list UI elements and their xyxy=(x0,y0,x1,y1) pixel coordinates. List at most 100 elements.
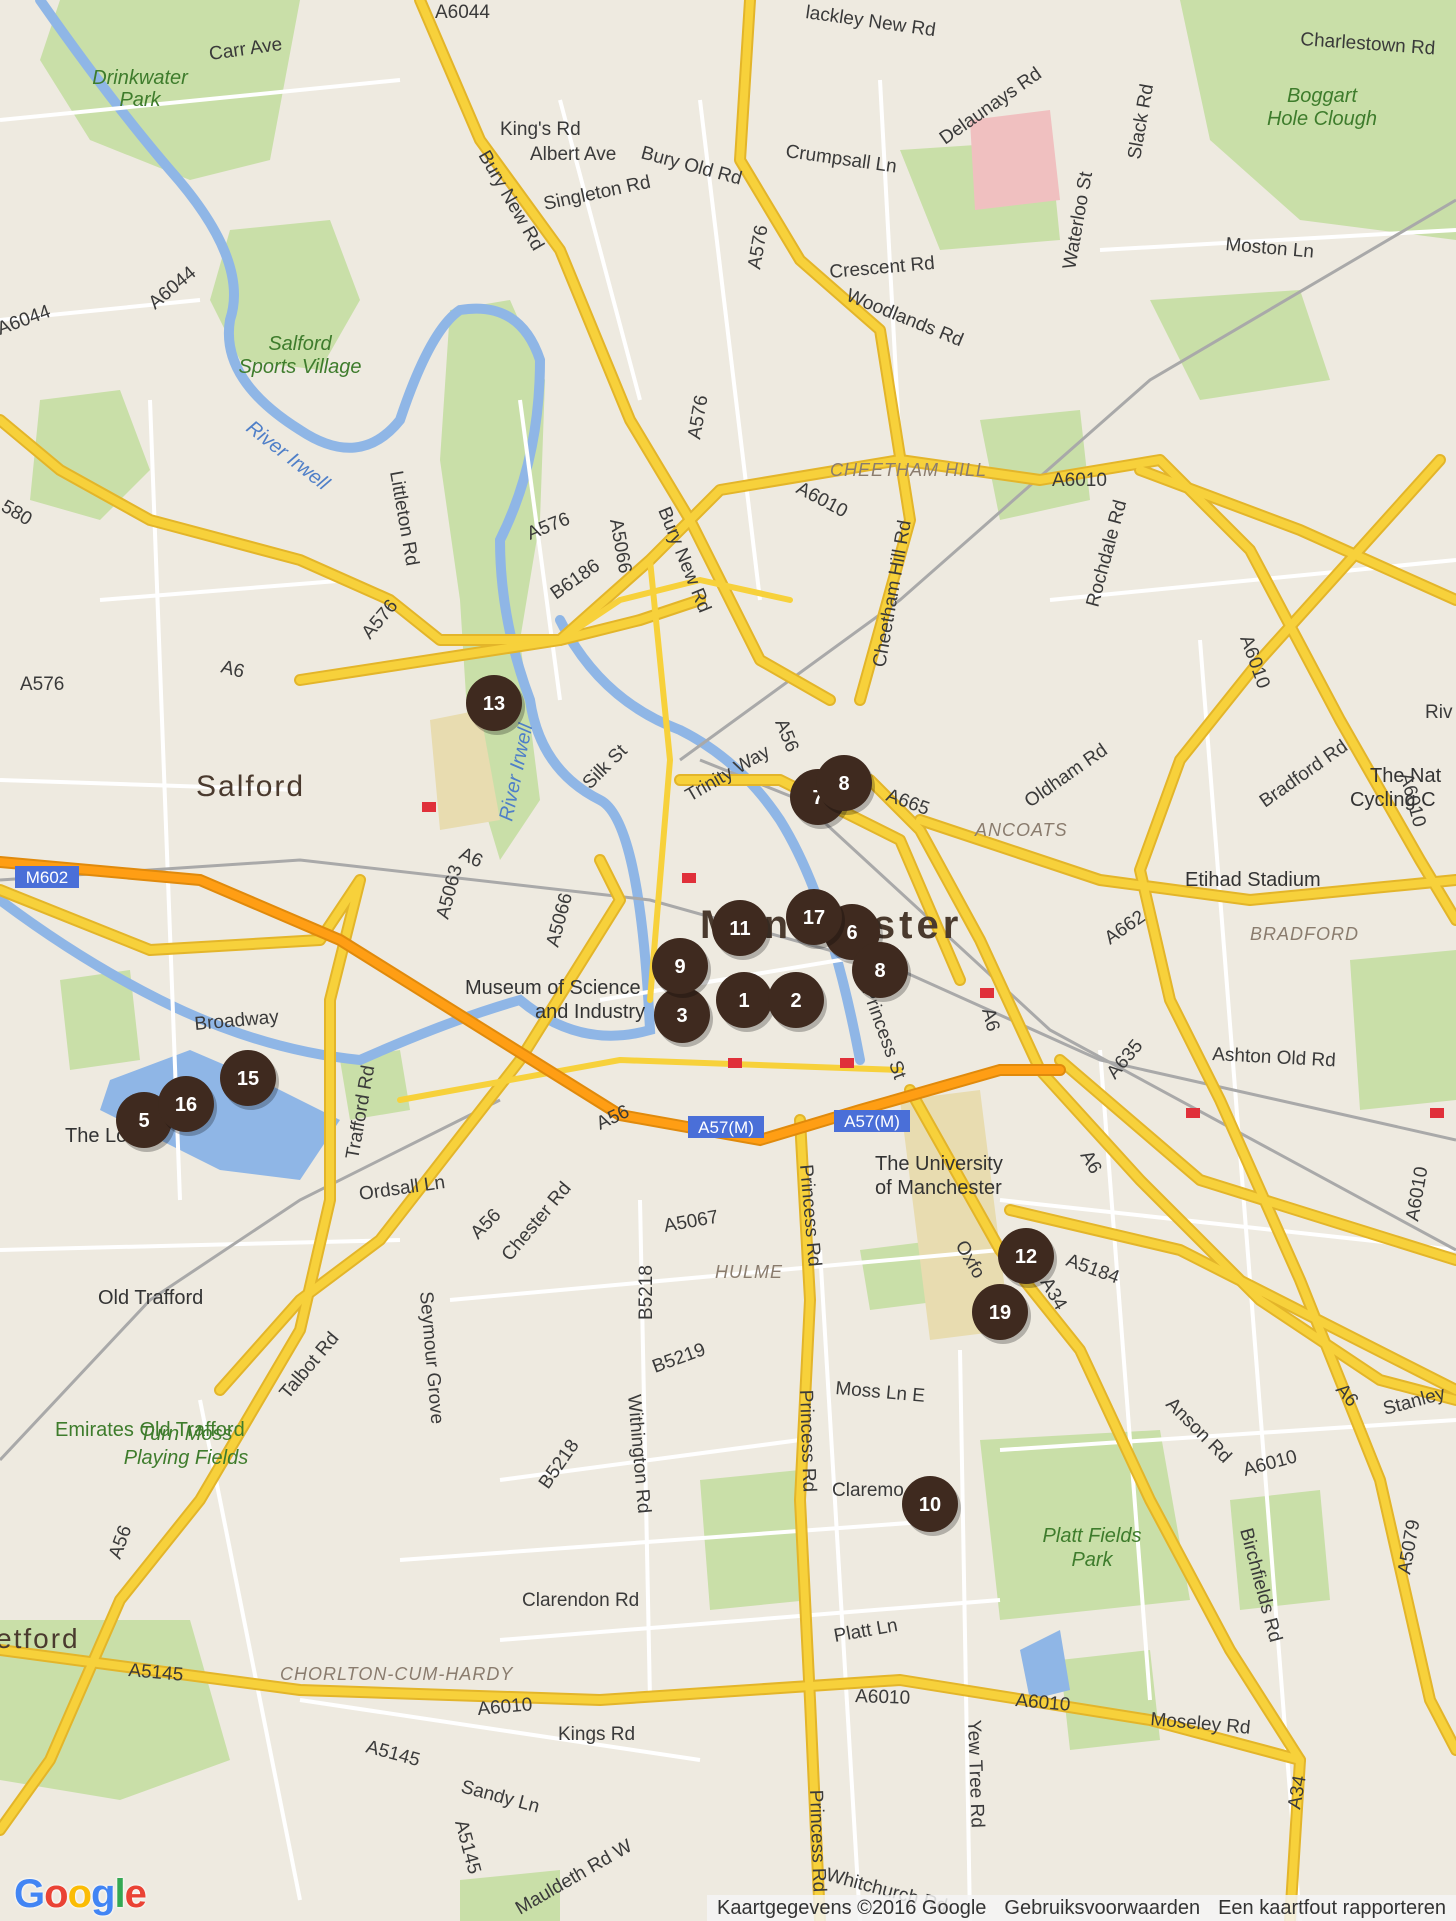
poi-label: The Nat xyxy=(1370,765,1442,787)
marker-label: 7 xyxy=(812,787,823,809)
logo-letter: g xyxy=(91,1872,115,1916)
road-label: Princess Rd xyxy=(795,1389,820,1492)
district-label: CHEETHAM HILL xyxy=(830,460,987,480)
logo-letter: o xyxy=(67,1872,92,1916)
docks xyxy=(100,1050,340,1180)
map-marker-8[interactable]: 8 xyxy=(852,942,911,1002)
marker-label: 10 xyxy=(919,1494,941,1516)
poi-label: Old Trafford xyxy=(98,1287,203,1309)
poi-label: The University xyxy=(875,1153,1003,1175)
road-label: Yew Tree Rd xyxy=(963,1719,988,1828)
map-marker-16[interactable]: 16 xyxy=(158,1076,217,1136)
place-label: Boggart xyxy=(1287,85,1358,107)
road-label: A6010 xyxy=(1052,470,1107,491)
logo-letter: o xyxy=(44,1872,68,1916)
marker-label: 19 xyxy=(989,1302,1011,1324)
marker-label: 5 xyxy=(138,1110,149,1132)
place-labels: Drinkwater Park Boggart Hole Clough Salf… xyxy=(55,67,1377,1571)
map-copyright[interactable]: Kaartgegevens ©2016 Google xyxy=(717,1896,987,1919)
road-shields: M602 A57(M) A57(M) xyxy=(15,866,910,1138)
town-label: Salford xyxy=(196,770,305,803)
poi-label: Cycling C xyxy=(1350,789,1436,811)
map-marker-15[interactable]: 15 xyxy=(220,1050,279,1110)
map-marker-3[interactable]: 3 xyxy=(654,987,713,1047)
google-logo[interactable]: Google xyxy=(14,1872,147,1917)
road-label: Claremo xyxy=(832,1480,904,1501)
district-label: CHORLTON-CUM-HARDY xyxy=(280,1664,514,1684)
road-label: King's Rd xyxy=(500,119,581,140)
marker-label: 16 xyxy=(175,1094,197,1116)
road-label: Kings Rd xyxy=(558,1724,635,1745)
attribution-bar: Kaartgegevens ©2016 Google Gebruiksvoorw… xyxy=(707,1895,1456,1921)
road-label: A576 xyxy=(20,674,64,695)
terms-link[interactable]: Gebruiksvoorwaarden xyxy=(1004,1896,1201,1919)
place-label: Platt Fields xyxy=(1043,1525,1142,1547)
poi-label: and Industry xyxy=(535,1001,645,1023)
road-label: Albert Ave xyxy=(530,144,616,165)
logo-letter: l xyxy=(114,1872,125,1916)
place-label: Sports Village xyxy=(238,356,361,378)
poi-label: Museum of Science xyxy=(465,977,641,999)
campus-areas xyxy=(430,710,1010,1340)
road-label: A57(M) xyxy=(844,1112,900,1131)
map-marker-1[interactable]: 1 xyxy=(716,972,775,1032)
map-marker-2[interactable]: 2 xyxy=(768,972,827,1032)
road-label: Clarendon Rd xyxy=(522,1590,639,1611)
place-label: Park xyxy=(1071,1549,1113,1571)
town-label: etford xyxy=(0,1623,80,1654)
place-label: Hole Clough xyxy=(1267,108,1377,130)
poi-labels: Etihad Stadium The Nat Cycling C Museum … xyxy=(65,765,1442,1309)
marker-label: 6 xyxy=(846,922,857,944)
map-marker-8[interactable]: 8 xyxy=(816,755,875,815)
marker-label: 2 xyxy=(790,990,801,1012)
marker-label: 9 xyxy=(674,956,685,978)
poi-label: Etihad Stadium xyxy=(1185,869,1321,891)
road-label: M602 xyxy=(26,868,69,887)
map-marker-12[interactable]: 12 xyxy=(998,1228,1057,1288)
hospital-area xyxy=(970,110,1060,210)
map-marker-10[interactable]: 10 xyxy=(902,1476,961,1536)
place-label: Drinkwater xyxy=(92,67,189,89)
map-marker-11[interactable]: 11 xyxy=(712,900,771,960)
place-label: Emirates Old Trafford xyxy=(55,1419,245,1441)
marker-label: 11 xyxy=(729,918,750,940)
road-label: A6010 xyxy=(1015,1690,1072,1716)
district-label: HULME xyxy=(715,1262,783,1282)
logo-letter: G xyxy=(14,1872,45,1916)
road-label: A6010 xyxy=(855,1686,911,1709)
report-error-link[interactable]: Een kaartfout rapporteren xyxy=(1218,1896,1446,1919)
road-label: A6010 xyxy=(477,1694,534,1720)
district-labels: CHEETHAM HILL ANCOATS BRADFORD HULME CHO… xyxy=(280,460,1359,1684)
place-label: Salford xyxy=(268,333,332,355)
lake xyxy=(1020,1630,1070,1700)
road-label: Riv xyxy=(1425,702,1453,723)
district-label: ANCOATS xyxy=(974,820,1068,840)
map-marker-17[interactable]: 17 xyxy=(786,889,845,949)
marker-label: 13 xyxy=(483,693,505,715)
road-label: A57(M) xyxy=(698,1118,754,1137)
poi-label: of Manchester xyxy=(875,1177,1002,1199)
road-label: A5145 xyxy=(128,1660,185,1686)
marker-label: 17 xyxy=(803,907,825,929)
station-icons xyxy=(422,802,1444,1118)
road-label: B5218 xyxy=(636,1265,657,1320)
road-label: Princess Rd xyxy=(805,1789,830,1892)
place-label: Playing Fields xyxy=(124,1447,249,1469)
marker-label: 12 xyxy=(1015,1246,1037,1268)
road-label: A6044 xyxy=(435,2,490,23)
marker-label: 3 xyxy=(676,1005,687,1027)
marker-label: 1 xyxy=(738,990,749,1012)
district-label: BRADFORD xyxy=(1250,924,1359,944)
map-marker-19[interactable]: 19 xyxy=(972,1284,1031,1344)
logo-letter: e xyxy=(124,1872,147,1916)
marker-label: 8 xyxy=(874,960,885,982)
map-marker-9[interactable]: 9 xyxy=(652,938,711,998)
marker-label: 15 xyxy=(237,1068,259,1090)
place-label: Park xyxy=(119,89,161,111)
map-marker-13[interactable]: 13 xyxy=(466,675,525,735)
place-label: Turn Moss xyxy=(140,1423,233,1445)
marker-label: 8 xyxy=(838,773,849,795)
